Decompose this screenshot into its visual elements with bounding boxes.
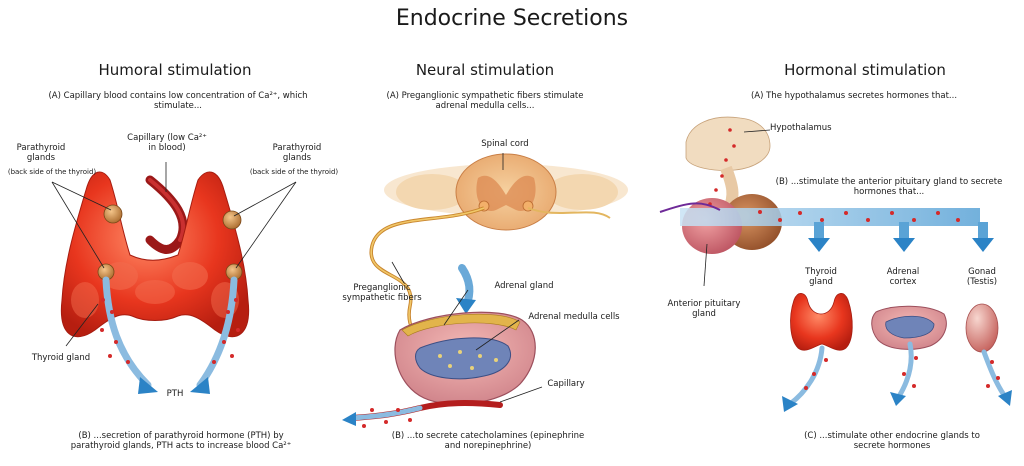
hypothalamus <box>685 116 771 171</box>
target-adrenal <box>871 305 947 350</box>
capillary-vessel <box>145 175 188 254</box>
pth-arrow-left <box>102 276 152 389</box>
hormonal-branch-arrows <box>808 222 994 252</box>
hormonal-leader-lines <box>703 129 771 287</box>
spinal-cord-label: Spinal cord <box>481 139 529 149</box>
neural-heading: Neural stimulation <box>415 61 555 79</box>
hormonal-main-arrow <box>680 208 980 226</box>
neural-caption-b: (B) ...to secrete catecholamines (epinep… <box>391 431 585 451</box>
thyroid-gland <box>60 171 250 338</box>
hormonal-caption-b: (B) ...stimulate the anterior pituitary … <box>775 177 1003 197</box>
preganglionic-label: Preganglionic sympathetic fibers <box>342 283 422 303</box>
humoral-caption-b: (B) ...secretion of parathyroid hormone … <box>70 431 292 451</box>
thyroid-gland-label: Thyroid gland <box>31 353 91 363</box>
parathyroid-left-label: Parathyroid glands <box>16 143 66 163</box>
hormonal-caption-a: (A) The hypothalamus secretes hormones t… <box>750 91 958 101</box>
page-title: Endocrine Secretions <box>395 6 629 31</box>
adrenal-medulla-label: Adrenal medulla cells <box>528 312 620 322</box>
neural-leader-lines <box>391 153 543 403</box>
humoral-heading: Humoral stimulation <box>98 61 252 79</box>
hormonal-caption-c: (C) ...stimulate other endocrine glands … <box>804 431 980 451</box>
pth-label: PTH <box>166 389 184 399</box>
parathyroid-gland <box>222 210 242 230</box>
hormonal-heading: Hormonal stimulation <box>784 61 946 79</box>
pth-hormone-dots <box>100 298 240 364</box>
target-testis <box>965 303 999 353</box>
humoral-caption-a: (A) Capillary blood contains low concent… <box>48 91 308 111</box>
parathyroid-gland <box>103 204 123 224</box>
catecholamine-dots <box>362 408 412 428</box>
adrenal-cortex-label: Adrenal cortex <box>886 267 920 287</box>
neural-capillary-label: Capillary <box>547 379 585 389</box>
thyroid-target-label: Thyroid gland <box>805 267 837 287</box>
adrenal-gland-label: Adrenal gland <box>494 281 554 291</box>
pth-arrow-right <box>196 276 238 389</box>
neural-caption-a: (A) Preganglionic sympathetic fibers sti… <box>386 91 584 111</box>
humoral-leader-lines <box>51 162 297 347</box>
adrenal-medulla <box>415 337 511 380</box>
gonad-label: Gonad (Testis) <box>966 267 998 287</box>
hypothalamus-label: Hypothalamus <box>770 123 832 133</box>
target-thyroid <box>790 293 853 351</box>
parathyroid-right-note: (back side of the thyroid) <box>249 168 339 176</box>
anterior-pituitary-label: Anterior pituitary gland <box>667 299 741 319</box>
adrenal-gland <box>394 311 536 405</box>
parathyroid-right-label: Parathyroid glands <box>272 143 322 163</box>
spinal-cord <box>384 153 628 231</box>
parathyroid-left-note: (back side of the thyroid) <box>7 168 97 176</box>
humoral-capillary-label: Capillary (low Ca²⁺ in blood) <box>127 133 207 153</box>
pituitary-hormone-dots <box>758 210 960 222</box>
